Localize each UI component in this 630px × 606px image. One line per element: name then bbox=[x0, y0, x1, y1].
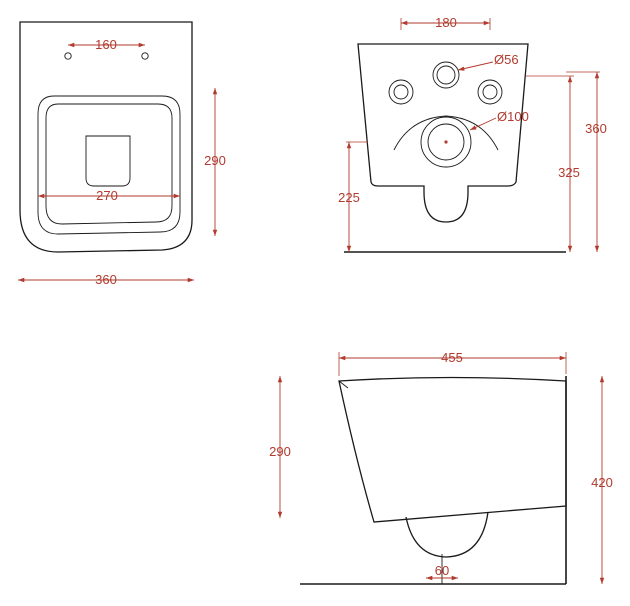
dim-label-360-top: 360 bbox=[95, 272, 117, 287]
outlet-circle-outer bbox=[420, 116, 472, 168]
side-view-outlet-bulb bbox=[405, 511, 489, 558]
dim-label-290-side: 290 bbox=[269, 444, 291, 459]
outlet-circle-inner bbox=[427, 123, 465, 161]
side-view-body-outline bbox=[338, 376, 567, 523]
dim-label-225: 225 bbox=[338, 190, 360, 205]
inlet-circle-outer bbox=[432, 61, 460, 89]
dim-label-270: 270 bbox=[96, 188, 118, 203]
dim-label-160: 160 bbox=[95, 37, 117, 52]
dim-label-180: 180 bbox=[435, 15, 457, 30]
inlet-circle-inner bbox=[436, 65, 456, 85]
side-view-rim-line bbox=[338, 380, 349, 389]
top-view: 160 270 290 360 bbox=[18, 21, 226, 287]
fixing-hole-right-outer bbox=[477, 79, 503, 105]
outlet-center-mark bbox=[444, 140, 448, 144]
dim-label-inlet-diameter: Ø56 bbox=[494, 52, 519, 67]
back-view-body-outline bbox=[357, 43, 529, 223]
top-view-outlet-shape bbox=[85, 135, 131, 187]
outlet-neck-right bbox=[445, 115, 499, 151]
outlet-neck-left bbox=[393, 115, 447, 151]
fixing-hole-right-inner bbox=[482, 84, 498, 100]
top-view-bowl-inner bbox=[45, 103, 173, 225]
dim-label-outlet-diameter: Ø100 bbox=[497, 109, 529, 124]
fixing-hole-left-outer bbox=[388, 79, 414, 105]
dim-label-360-back: 360 bbox=[585, 121, 607, 136]
dim-label-60: 60 bbox=[435, 563, 449, 578]
dim-label-420: 420 bbox=[591, 475, 613, 490]
leader-inlet-diameter bbox=[457, 61, 494, 71]
dim-label-455: 455 bbox=[441, 350, 463, 365]
dim-label-290-top: 290 bbox=[204, 153, 226, 168]
back-view: 180 Ø56 Ø100 225 325 360 bbox=[338, 15, 607, 253]
leader-outlet-diameter bbox=[469, 117, 497, 131]
side-view: 455 290 420 60 bbox=[269, 350, 613, 585]
seat-hole-left bbox=[64, 52, 72, 60]
top-view-bowl-outline bbox=[37, 95, 181, 235]
top-view-body-outline bbox=[19, 21, 193, 253]
fixing-hole-left-inner bbox=[393, 84, 409, 100]
dim-label-325: 325 bbox=[558, 165, 580, 180]
seat-hole-right bbox=[141, 52, 149, 60]
